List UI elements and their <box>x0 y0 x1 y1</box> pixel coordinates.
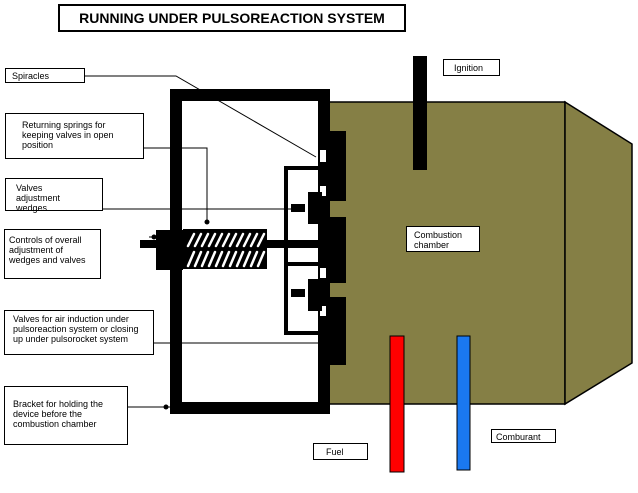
spring-coil <box>228 250 238 268</box>
spring-coil <box>235 250 245 268</box>
fuel-pipe <box>389 335 405 473</box>
spring-coil <box>242 250 252 268</box>
spring-coil <box>214 250 224 268</box>
spring-coil <box>214 232 224 248</box>
spring-coil <box>207 232 217 248</box>
label-controls: Controls of overall adjustment of wedges… <box>4 229 101 279</box>
leader-dots <box>151 206 329 410</box>
label-comburant: Comburant <box>491 429 556 443</box>
spring-coil <box>186 250 196 268</box>
spring-coil <box>228 232 238 248</box>
valve-plates <box>329 131 346 365</box>
valve-linkage <box>284 166 326 335</box>
comburant-pipe <box>456 335 471 471</box>
adjustment-wedges <box>291 192 322 311</box>
control-collar <box>156 230 183 270</box>
spring-coil <box>256 232 266 248</box>
spring-coil <box>249 232 259 248</box>
spring-coil <box>221 250 231 268</box>
spring-coil <box>200 232 210 248</box>
leader-lines <box>84 75 326 408</box>
label-combustion-chamber: Combustion chamber <box>406 226 480 252</box>
label-returning-springs: Returning springs for keeping valves in … <box>5 113 144 159</box>
spring-coil <box>207 250 217 268</box>
diagram-title: RUNNING UNDER PULSOREACTION SYSTEM <box>58 4 406 32</box>
combustion-chamber-body <box>319 101 566 405</box>
spring-coil <box>242 232 252 248</box>
spring-coil <box>193 250 203 268</box>
spring-coil <box>193 232 203 248</box>
spring-coils <box>186 232 266 268</box>
spring-coil <box>221 232 231 248</box>
label-spiracles: Spiracles <box>5 68 85 83</box>
spiracle-openings <box>320 150 326 316</box>
spring-coil <box>249 250 259 268</box>
label-valves-adjustment-wedges: Valves adjustment wedges <box>5 178 103 213</box>
ignition-rod <box>413 56 427 170</box>
combustion-chamber-nozzle <box>564 100 633 406</box>
label-fuel: Fuel <box>313 443 368 460</box>
spring-coil <box>200 250 210 268</box>
spring-coil <box>235 232 245 248</box>
spring-coil <box>186 232 196 248</box>
label-bracket: Bracket for holding the device before th… <box>4 386 128 445</box>
label-valves-air-induction: Valves for air induction under pulsoreac… <box>4 310 154 355</box>
label-ignition: Ignition <box>443 59 500 76</box>
spring-coil <box>256 250 266 268</box>
